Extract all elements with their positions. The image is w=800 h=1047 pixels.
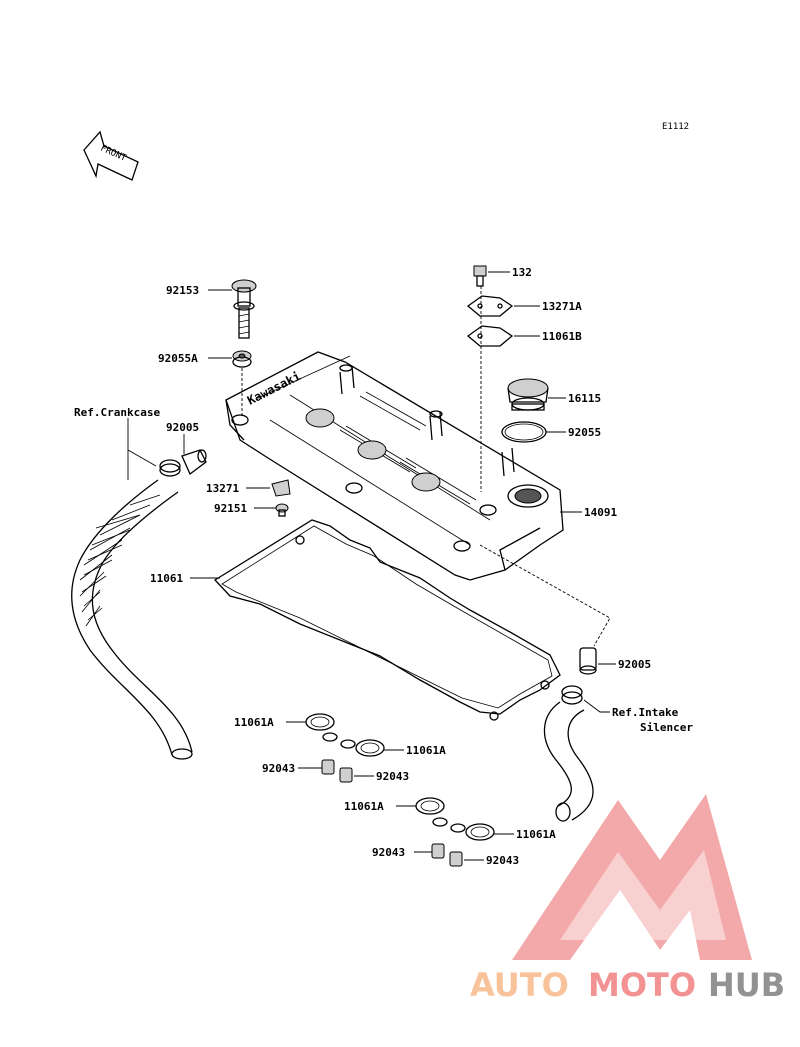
- label-92153: 92153: [166, 284, 199, 297]
- label-11061B: 11061B: [542, 330, 582, 343]
- front-label: FRONT: [99, 144, 128, 164]
- filler-cap-16115: [507, 378, 549, 411]
- plate-13271A: [466, 295, 514, 317]
- oring-set-1: [305, 713, 385, 783]
- gasket: [213, 519, 561, 715]
- label-silencer: Silencer: [640, 721, 693, 734]
- watermark-hub: HUB: [708, 966, 785, 1004]
- bracket-13271: [271, 479, 291, 497]
- watermark-moto: MOTO: [588, 966, 696, 1004]
- clamp-left: [159, 459, 181, 477]
- label-92043-b: 92043: [376, 770, 409, 783]
- bolt-92153: [231, 279, 257, 339]
- label-92055A: 92055A: [158, 352, 198, 365]
- label-11061A-d: 11061A: [516, 828, 556, 841]
- label-ref-intake: Ref.Intake: [612, 706, 679, 719]
- watermark-auto: AUTO: [470, 966, 569, 1004]
- label-14091: 14091: [584, 506, 617, 519]
- label-132: 132: [512, 266, 532, 279]
- front-arrow-icon: FRONT: [83, 130, 139, 181]
- label-13271: 13271: [206, 482, 239, 495]
- gasket-11061B: [466, 325, 514, 347]
- fitting-92005-left: [181, 449, 207, 476]
- oring-92055: [501, 421, 547, 443]
- watermark-logo: AUTO MOTO HUB: [470, 794, 785, 1004]
- label-11061: 11061: [150, 572, 183, 585]
- label-11061A-a: 11061A: [234, 716, 274, 729]
- label-16115: 16115: [568, 392, 601, 405]
- breather-hose-crankcase: [71, 479, 193, 760]
- oring-set-2: [415, 797, 495, 867]
- breather-hose-intake: [543, 701, 594, 822]
- label-92043-a: 92043: [262, 762, 295, 775]
- label-92043-c: 92043: [372, 846, 405, 859]
- bolt-132: [473, 265, 487, 287]
- diagram-code: E1112: [662, 122, 689, 132]
- label-92055: 92055: [568, 426, 601, 439]
- label-13271A: 13271A: [542, 300, 582, 313]
- label-ref-crankcase: Ref.Crankcase: [74, 406, 160, 419]
- label-11061A-c: 11061A: [344, 800, 384, 813]
- label-92005-right: 92005: [618, 658, 651, 671]
- clamp-right: [561, 685, 583, 705]
- washer-92055A: [232, 350, 252, 368]
- label-11061A-b: 11061A: [406, 744, 446, 757]
- label-92043-d: 92043: [486, 854, 519, 867]
- fitting-92005-right: [579, 647, 597, 675]
- label-92151: 92151: [214, 502, 247, 515]
- bolt-92151: [275, 503, 289, 517]
- label-92005-left: 92005: [166, 421, 199, 434]
